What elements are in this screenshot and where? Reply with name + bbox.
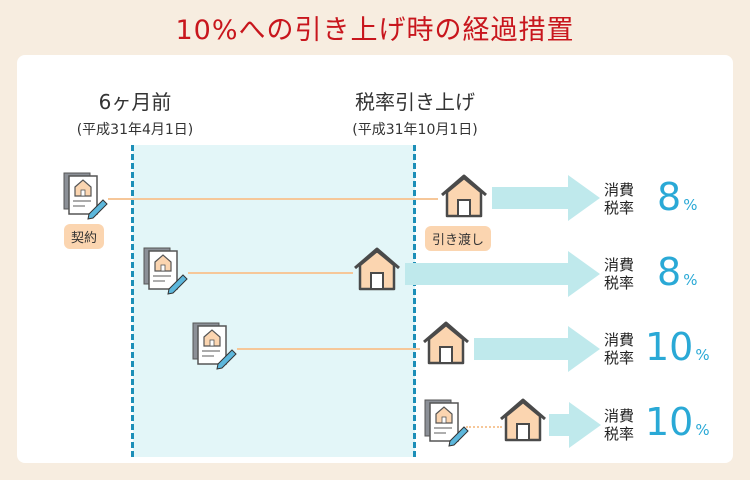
tax-rate-value-row-2: 8% xyxy=(657,250,698,294)
contract-tag: 契約 xyxy=(64,224,105,249)
contract-document-icon xyxy=(61,170,111,224)
tax-rate-value-row-1: 8% xyxy=(657,175,698,219)
six-months-before-line xyxy=(131,145,134,457)
contract-document-icon xyxy=(190,320,240,374)
tax-rate-label: 消費税率 xyxy=(604,331,635,367)
right-arrow-icon xyxy=(549,402,602,452)
tax-rate-value-row-3: 10% xyxy=(645,325,710,369)
tax-raise-line xyxy=(413,145,416,457)
tax-rate-label: 消費税率 xyxy=(604,181,635,217)
tax-raise-date: (平成31年10月1日) xyxy=(352,122,478,138)
tax-raise-label: 税率引き上げ xyxy=(355,90,475,114)
right-arrow-icon xyxy=(492,175,602,225)
right-arrow-icon xyxy=(474,326,602,376)
tax-raise-header: 税率引き上げ (平成31年10月1日) xyxy=(320,86,510,139)
tax-rate-label: 消費税率 xyxy=(604,256,635,292)
contract-document-icon xyxy=(422,397,472,451)
house-icon xyxy=(438,173,490,223)
timeline-row-1 xyxy=(108,198,438,200)
contract-document-icon xyxy=(141,245,191,299)
right-arrow-icon xyxy=(405,251,602,301)
timeline-row-4 xyxy=(466,426,502,428)
tax-rate-label: 消費税率 xyxy=(604,407,635,443)
house-icon xyxy=(420,320,472,370)
delivery-tag: 引き渡し xyxy=(425,226,492,251)
timeline-row-3 xyxy=(237,348,420,350)
page-title: 10%への引き上げ時の経過措置 xyxy=(175,15,575,46)
house-icon xyxy=(351,246,403,296)
transition-period-zone xyxy=(133,145,415,457)
six-months-before-label: 6ヶ月前 xyxy=(98,90,172,114)
tax-rate-value-row-4: 10% xyxy=(645,400,710,444)
six-months-before-header: 6ヶ月前 (平成31年4月1日) xyxy=(50,86,220,139)
house-icon xyxy=(497,397,549,447)
timeline-row-2 xyxy=(188,272,353,274)
six-months-before-date: (平成31年4月1日) xyxy=(76,122,194,138)
